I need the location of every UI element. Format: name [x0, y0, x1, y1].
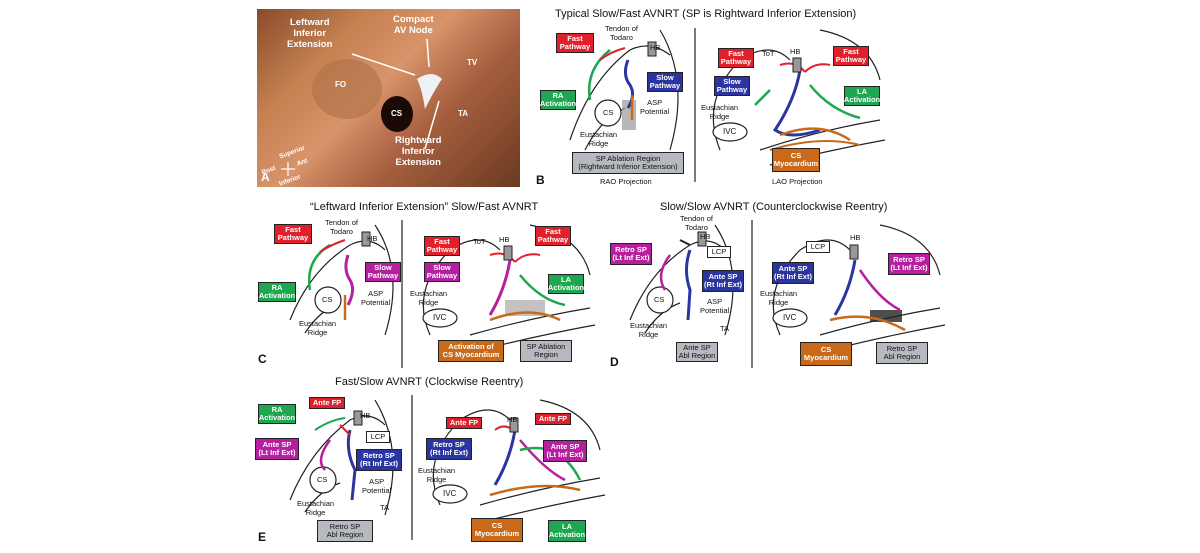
e-retro-abl: Retro SP Abl Region: [317, 520, 373, 542]
b-lao: LAO Projection: [772, 177, 823, 186]
e-lao-retro-sp: Retro SP (Rt Inf Ext): [426, 438, 472, 460]
c-slow-pathway: Slow Pathway: [365, 262, 401, 282]
d-hb: HB: [700, 232, 711, 241]
c-lao-fast-left: Fast Pathway: [424, 236, 460, 256]
b-rao: RAO Projection: [600, 177, 652, 186]
b-asp: ASP Potential: [640, 98, 670, 116]
b-lao-slow: Slow Pathway: [714, 76, 750, 96]
e-lao-ante-fp-left: Ante FP: [446, 417, 482, 429]
c-lao-eustachian: Eustachian Ridge: [410, 289, 448, 307]
b-eustachian: Eustachian Ridge: [580, 130, 618, 148]
e-lao-eustachian: Eustachian Ridge: [418, 466, 456, 484]
d-ivc: IVC: [783, 313, 797, 322]
b-lao-fast-left: Fast Pathway: [718, 48, 754, 68]
e-lao-ante-fp-right: Ante FP: [535, 413, 571, 425]
b-hb: HB: [650, 43, 661, 52]
b-tendon: Tendon of Todaro: [605, 24, 638, 42]
e-cs: CS: [317, 475, 328, 484]
b-cs: CS: [603, 108, 614, 117]
d-cs: CS: [654, 295, 665, 304]
ta-label: TA: [458, 109, 469, 118]
e-ante-fp: Ante FP: [309, 397, 345, 409]
e-cs-myocardium: CS Myocardium: [471, 518, 523, 542]
d-cs-myocardium: CS Myocardium: [800, 342, 852, 366]
fo-label: FO: [335, 80, 347, 89]
b-lao-fast-right: Fast Pathway: [833, 46, 869, 66]
c-la-activation: LA Activation: [547, 274, 585, 294]
cs-label: CS: [391, 109, 403, 118]
panel-b-title: Typical Slow/Fast AVNRT (SP is Rightward…: [555, 8, 857, 20]
e-eustachian: Eustachian Ridge: [297, 499, 335, 517]
b-lao-eustachian: Eustachian Ridge: [701, 103, 739, 121]
d-eustachian: Eustachian Ridge: [630, 321, 668, 339]
c-eustachian: Eustachian Ridge: [299, 319, 337, 337]
d-lao-ante-sp: Ante SP (Rt Inf Ext): [772, 262, 814, 284]
c-tendon: Tendon of Todaro: [325, 218, 358, 236]
c-lao-fast-right: Fast Pathway: [535, 226, 571, 246]
b-lao-hb: HB: [790, 47, 801, 56]
d-retro-sp: Retro SP (Lt Inf Ext): [610, 243, 652, 265]
d-lao-retro-sp: Retro SP (Lt Inf Ext): [888, 253, 930, 275]
e-ante-sp: Ante SP (Lt Inf Ext): [255, 438, 299, 460]
d-lao-hb: HB: [850, 233, 861, 242]
panel-d-letter: D: [610, 355, 619, 369]
d-ante-sp: Ante SP (Rt Inf Ext): [702, 270, 744, 292]
tv-label: TV: [467, 58, 478, 67]
e-lao-ante-sp: Ante SP (Lt Inf Ext): [543, 440, 587, 462]
b-cs-myocardium: CS Myocardium: [772, 148, 820, 172]
e-retro-sp: Retro SP (Rt Inf Ext): [356, 449, 402, 471]
compact-label: Compact AV Node: [393, 14, 434, 36]
e-hb: HB: [360, 411, 371, 420]
c-ra-activation: RA Activation: [258, 282, 296, 302]
c-fast-pathway: Fast Pathway: [274, 224, 312, 244]
anatomic-photo: Leftward Inferior Extension Compact AV N…: [257, 9, 520, 187]
c-ablation-region: SP Ablation Region: [520, 340, 572, 362]
d-tendon: Tendon of Todaro: [680, 214, 713, 232]
b-ivc: IVC: [723, 127, 737, 136]
e-ra-activation: RA Activation: [258, 404, 296, 424]
d-lcp: LCP: [707, 246, 731, 258]
e-la-activation: LA Activation: [548, 520, 586, 542]
c-lao-slow: Slow Pathway: [424, 262, 460, 282]
c-activation-cs: Activation of CS Myocardium: [438, 340, 504, 362]
e-ivc: IVC: [443, 489, 457, 498]
c-lao-hb: HB: [499, 235, 510, 244]
d-lao-eustachian: Eustachian Ridge: [760, 289, 798, 307]
d-asp: ASP Potential: [700, 297, 730, 315]
panel-d-title: Slow/Slow AVNRT (Counterclockwise Reentr…: [660, 201, 888, 213]
leftward-label: Leftward Inferior Extension: [287, 17, 333, 50]
c-hb: HB: [367, 234, 378, 243]
b-slow-pathway: Slow Pathway: [647, 72, 683, 92]
d-ante-abl: Ante SP Abl Region: [676, 342, 718, 362]
d-retro-abl: Retro SP Abl Region: [876, 342, 928, 364]
panel-e-letter: E: [258, 530, 267, 544]
c-ivc: IVC: [433, 313, 447, 322]
b-ablation-region: SP Ablation Region (Rightward Inferior E…: [572, 152, 684, 174]
e-lcp: LCP: [366, 431, 390, 443]
panel-b-letter: B: [536, 173, 545, 187]
panel-a-letter: A: [261, 170, 270, 184]
b-tot: ToT: [762, 49, 775, 58]
e-ta: TA: [380, 503, 390, 512]
panel-c-title: “Leftward Inferior Extension” Slow/Fast …: [310, 201, 539, 213]
d-lao-lcp: LCP: [806, 241, 830, 253]
c-asp: ASP Potential: [361, 289, 391, 307]
b-la-activation: LA Activation: [843, 86, 881, 106]
e-lao-hb: HB: [507, 415, 518, 424]
c-tot: ToT: [473, 237, 486, 246]
photo-overlay: [281, 38, 442, 176]
d-ta: TA: [720, 324, 730, 333]
c-cs: CS: [322, 295, 333, 304]
b-fast-pathway: Fast Pathway: [556, 33, 594, 53]
rightward-label: Rightward Inferior Extension: [395, 135, 442, 168]
panel-c-letter: C: [258, 352, 267, 366]
b-ra-activation: RA Activation: [539, 90, 577, 110]
e-asp: ASP Potential: [362, 477, 392, 495]
panel-e-title: Fast/Slow AVNRT (Clockwise Reentry): [335, 376, 524, 388]
